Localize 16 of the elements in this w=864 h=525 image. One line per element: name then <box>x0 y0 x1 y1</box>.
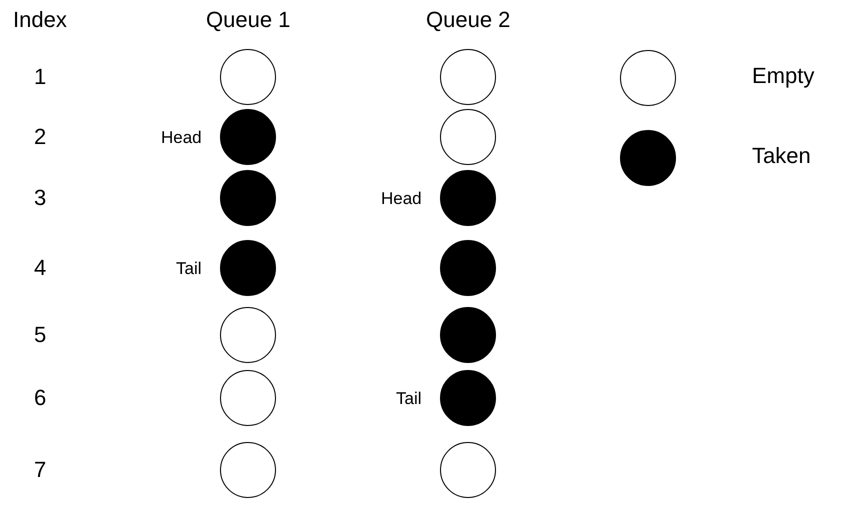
pointer-label: Tail <box>396 390 422 406</box>
index-number: 6 <box>34 387 46 409</box>
pointer-label: Head <box>161 128 202 146</box>
column-header: Queue 1 <box>206 9 290 31</box>
column-header: Queue 2 <box>426 9 510 31</box>
index-number: 5 <box>34 324 46 346</box>
index-number: 2 <box>34 126 46 148</box>
index-number: 1 <box>34 66 46 88</box>
index-number: 4 <box>34 257 46 279</box>
legend-label: Empty <box>752 65 814 87</box>
index-number: 3 <box>34 187 46 209</box>
legend-label: Taken <box>752 145 811 167</box>
column-header: Index <box>13 9 67 31</box>
index-number: 7 <box>34 459 46 481</box>
pointer-label: Tail <box>176 260 202 276</box>
pointer-label: Head <box>381 190 422 206</box>
